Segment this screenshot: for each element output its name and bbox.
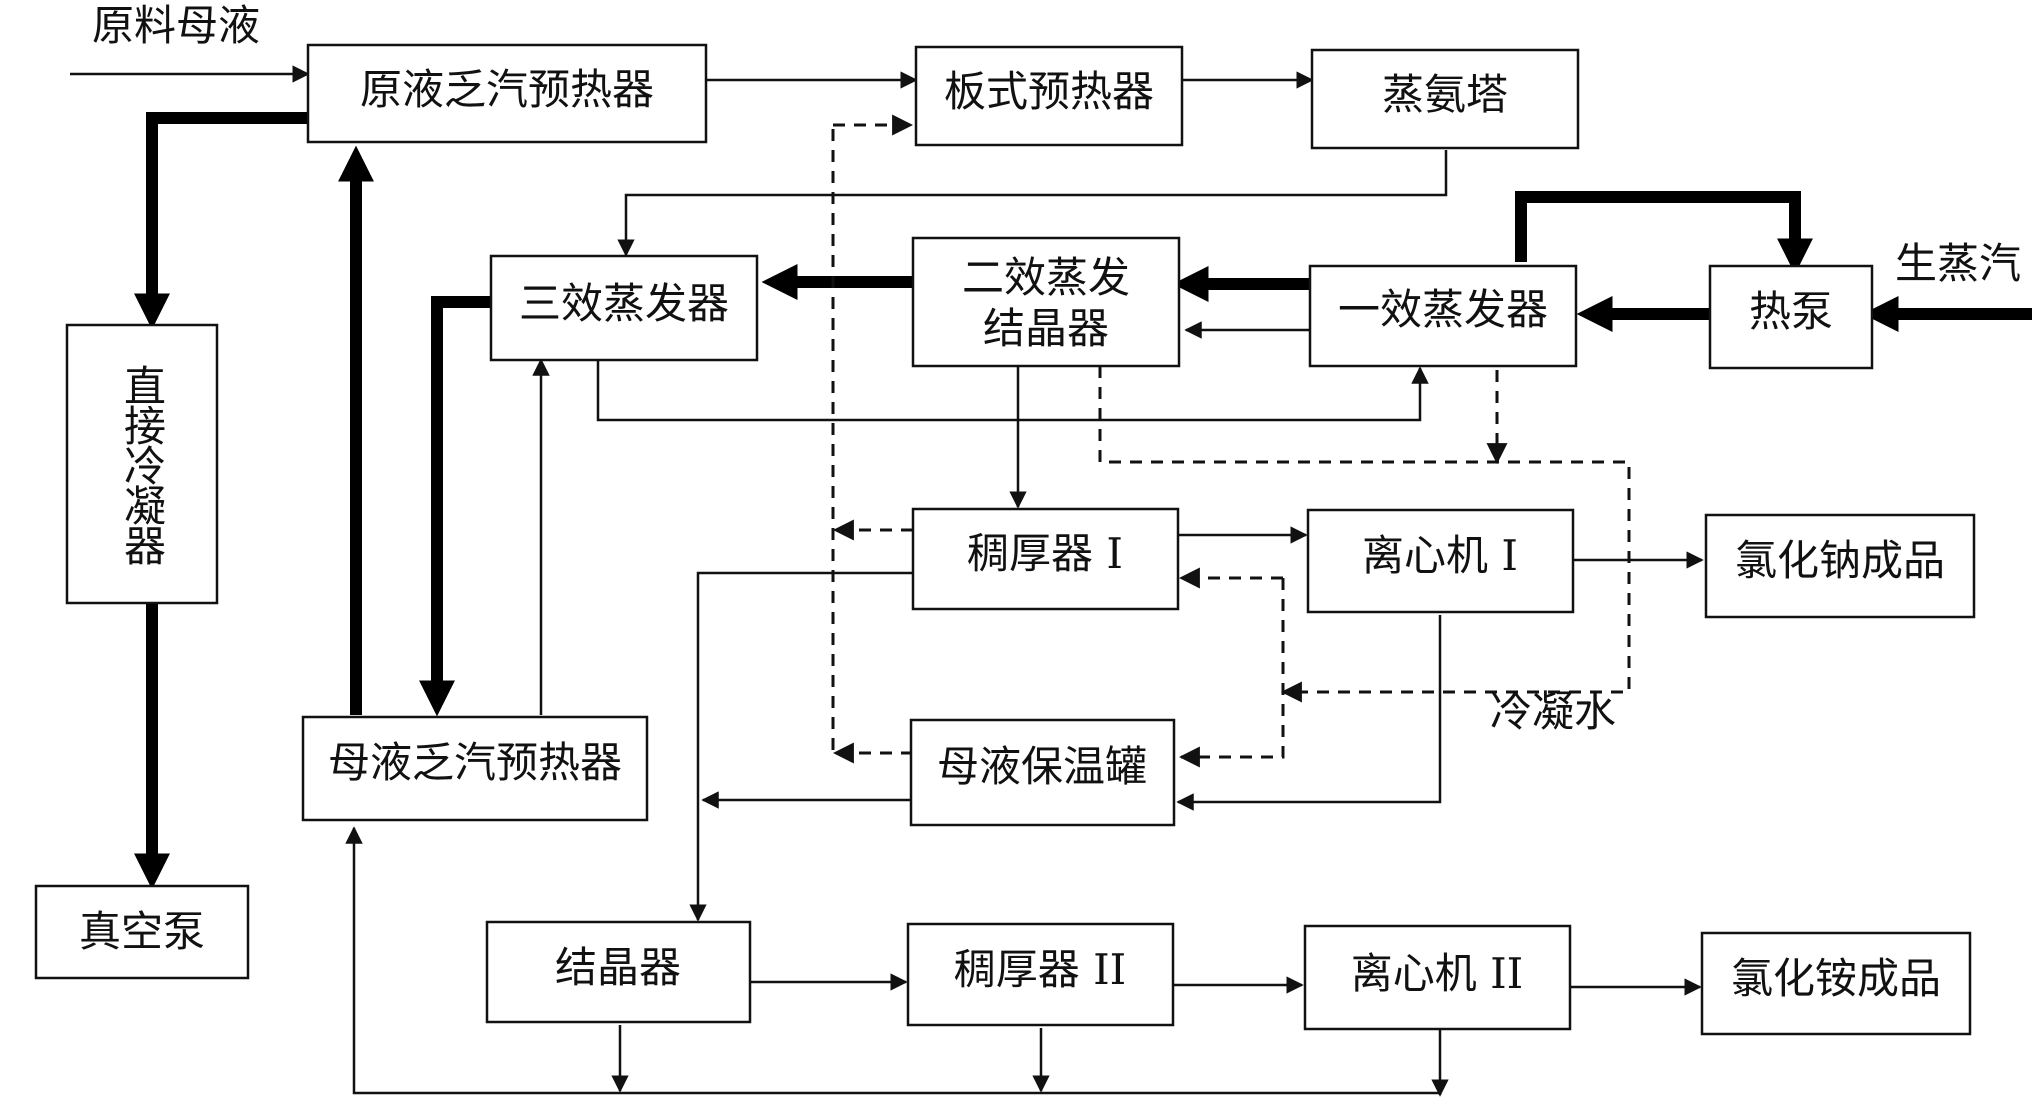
raw-steam-label: 生蒸汽 — [1895, 239, 2021, 288]
mother-liquor-holding-tank-box — [909, 718, 1176, 827]
heat-pump-box — [1708, 264, 1874, 370]
third-effect-evaporator-box — [489, 254, 759, 362]
thickener-1-box — [911, 507, 1180, 611]
crystallizer-box — [485, 920, 752, 1024]
nh4cl-product-label: 氯化铵成品 — [1731, 954, 1941, 1003]
direct-condenser-box — [65, 323, 219, 605]
raw-liquor-exhaust-preheater-box — [306, 43, 708, 144]
thickener-1-label: 稠厚器 I — [967, 529, 1123, 578]
crystallizer-label: 结晶器 — [555, 943, 681, 992]
nacl-product-box — [1704, 513, 1976, 619]
third-effect-evaporator-label: 三效蒸发器 — [519, 279, 729, 328]
direct-condenser-label: 直接冷凝器 — [118, 364, 167, 565]
vacuum-pump-box — [34, 884, 250, 980]
mother-liquor-exhaust-preheater-label: 母液乏汽预热器 — [328, 738, 622, 787]
mother-liquor-exhaust-preheater-box — [301, 715, 649, 822]
centrifuge-2-box — [1303, 924, 1572, 1031]
centrifuge-2-label: 离心机 II — [1351, 949, 1524, 998]
second-effect-label-line2: 结晶器 — [983, 304, 1109, 353]
centrifuge-1-box — [1306, 508, 1575, 614]
nacl-product-label: 氯化钠成品 — [1735, 536, 1945, 585]
ammonia-still-label: 蒸氨塔 — [1382, 70, 1508, 119]
thickener-2-box — [906, 922, 1175, 1027]
first-effect-evaporator-box — [1308, 264, 1578, 368]
thin-flow-lines — [70, 65, 1704, 1097]
centrifuge-1-label: 离心机 I — [1362, 531, 1518, 580]
condensate-water-label: 冷凝水 — [1490, 687, 1616, 736]
second-effect-label-line1: 二效蒸发 — [962, 253, 1130, 302]
vacuum-pump-label: 真空泵 — [79, 907, 205, 956]
first-effect-evaporator-label: 一效蒸发器 — [1338, 285, 1548, 334]
nh4cl-product-box — [1700, 931, 1972, 1036]
raw-liquor-exhaust-preheater-label: 原液乏汽预热器 — [360, 65, 654, 114]
thick-steam-lines — [134, 112, 2032, 890]
heat-pump-label: 热泵 — [1749, 287, 1833, 336]
thickener-2-label: 稠厚器 II — [954, 945, 1127, 994]
raw-mother-liquor-label: 原料母液 — [92, 1, 260, 50]
mother-liquor-holding-tank-label: 母液保温罐 — [937, 742, 1147, 791]
ammonia-still-box — [1310, 48, 1580, 150]
plate-preheater-box — [914, 45, 1184, 147]
dashed-condensate-lines — [831, 114, 1631, 768]
plate-preheater-label: 板式预热器 — [944, 67, 1154, 116]
second-effect-evaporator-crystallizer-box — [911, 236, 1181, 368]
